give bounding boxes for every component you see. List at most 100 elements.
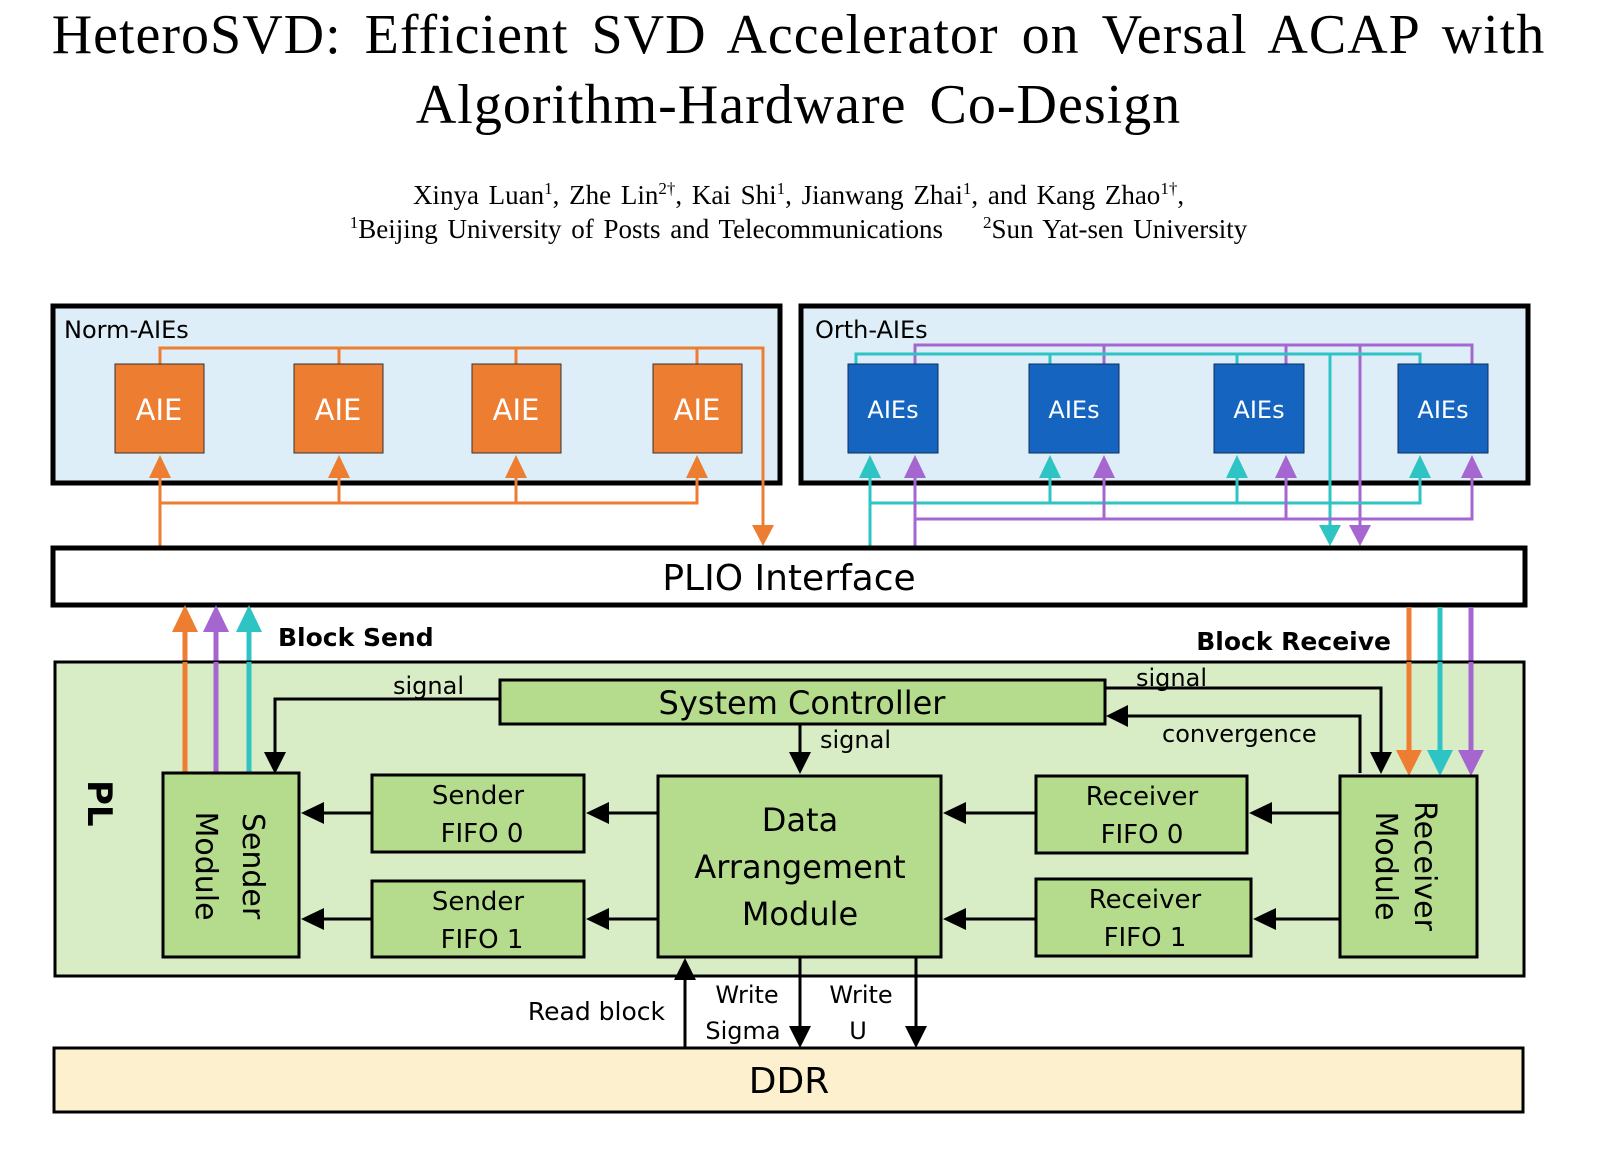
svg-text:Sender: Sender [432,887,524,917]
orth-input-arrow-icon [1461,455,1483,478]
sender-fifo-0: Sender FIFO 0 [370,773,586,854]
author: Xinya Luan1 [412,179,553,210]
orth-aies-panel: Orth-AIEs [798,303,1531,546]
norm-input-bus [158,476,699,546]
norm-aie-block: AIE [114,363,205,454]
write-sigma-label: Sigma [705,1017,780,1045]
send-arrow-icon [203,605,229,632]
svg-text:DDR: DDR [749,1061,829,1102]
svg-text:AIEs: AIEs [1233,396,1284,424]
norm-input-arrow-icon [505,455,527,478]
control-signal-lines [273,686,1383,773]
paper-title-line-1: HeteroSVD: Efficient SVD Accelerator on … [51,4,1546,66]
read-block-label: Read block [528,997,666,1026]
svg-text:Module: Module [188,811,223,920]
author-list: Xinya Luan1, Zhe Lin2†, Kai Shi1, Jianwa… [412,179,1185,210]
ddr-connections [674,957,927,1048]
author: Zhe Lin2† [569,179,676,210]
orth-aies-block: AIEs [1028,363,1120,454]
convergence-arrow-icon [1106,705,1128,727]
svg-text:AIE: AIE [315,393,362,427]
receiver-fifo-0: Receiver FIFO 0 [1034,774,1249,855]
orth-input-arrow-icon [1409,455,1431,478]
norm-input-arrow-icon [328,455,350,478]
write-u-label: U [849,1017,867,1045]
dataflow-arrow-icon [586,802,609,824]
write-u-label: Write [829,981,892,1009]
orth-input-arrow-icon [1226,455,1248,478]
svg-text:Sender: Sender [235,813,270,920]
sender-module: Sender Module [161,771,301,959]
write-u-arrow-icon [905,1026,927,1048]
receiver-module: Receiver Module [1338,774,1479,959]
pl-dataflow-lines [320,811,1340,921]
svg-text:Receiver: Receiver [1089,885,1202,915]
orth-aies-label: Orth-AIEs [815,316,928,344]
send-arrow-icon [236,605,262,632]
svg-text:AIEs: AIEs [1417,396,1468,424]
svg-text:AIE: AIE [674,393,721,427]
dataflow-arrow-icon [1253,908,1276,930]
signal-label-right: signal [1136,664,1207,692]
orth-input-arrow-icon [1039,455,1061,478]
svg-text:Receiver: Receiver [1086,782,1199,812]
orth-input-bus-teal [868,476,1422,546]
sender-fifo-1: Sender FIFO 1 [370,879,586,959]
svg-text:FIFO 0: FIFO 0 [1101,820,1184,850]
dataflow-arrow-icon [586,908,609,930]
system-controller: System Controller [498,678,1107,726]
orth-input-arrow-icon [1275,455,1297,478]
orth-aies-block: AIEs [847,363,939,454]
svg-text:System Controller: System Controller [659,684,947,722]
data-arrangement-module: Data Arrangement Module [656,774,943,959]
affiliation: 2Sun Yat-sen University [983,213,1248,244]
orth-input-arrow-icon [1093,455,1115,478]
orth-aies-block: AIEs [1397,363,1489,454]
norm-aie-block: AIE [652,363,743,454]
write-sigma-arrow-icon [789,1026,811,1048]
ddr-block: DDR [52,1046,1525,1114]
receiver-fifo-1: Receiver FIFO 1 [1034,877,1253,958]
affiliation: 1Beijing University of Posts and Telecom… [349,213,944,244]
orth-input-arrow-icon [904,455,926,478]
svg-text:AIE: AIE [136,393,183,427]
dataflow-arrow-icon [943,908,966,930]
read-block-arrow-icon [674,958,696,980]
svg-text:FIFO 0: FIFO 0 [441,819,524,849]
norm-input-arrow-icon [149,455,171,478]
norm-aies-panel: Norm-AIEs AIE AIE [50,303,783,546]
svg-text:AIEs: AIEs [1048,396,1099,424]
orth-input-bus-purple [913,476,1474,546]
dataflow-arrow-icon [301,908,324,930]
convergence-label: convergence [1162,720,1317,748]
dataflow-arrow-icon [301,802,324,824]
norm-aie-block: AIE [293,363,384,454]
dataflow-arrow-icon [943,802,966,824]
svg-text:Module: Module [742,895,858,933]
svg-text:Sender: Sender [432,781,524,811]
norm-input-arrow-icon [686,455,708,478]
send-arrow-icon [172,605,198,632]
svg-text:FIFO 1: FIFO 1 [441,925,524,955]
svg-text:Data: Data [762,801,838,839]
svg-text:Module: Module [1368,811,1403,920]
norm-aies-label: Norm-AIEs [64,316,189,344]
block-send-label: Block Send [278,623,434,652]
norm-aie-block: AIE [471,363,562,454]
orth-output-arrow-icon [1319,525,1341,546]
svg-text:PLIO Interface: PLIO Interface [662,558,915,599]
paper-title-line-2: Algorithm-Hardware Co-Design [415,74,1182,136]
svg-text:FIFO 1: FIFO 1 [1104,923,1187,953]
svg-text:Receiver: Receiver [1407,801,1442,931]
signal-label-down: signal [820,726,891,754]
author: Kai Shi1 [691,179,786,210]
signal-arrow-icon [789,752,811,774]
dataflow-arrow-icon [1249,802,1272,824]
affiliation-list: 1Beijing University of Posts and Telecom… [0,212,1597,246]
author: Kang Zhao1† [1036,179,1178,210]
author: Jianwang Zhai1 [801,179,972,210]
pl-label: PL [79,780,119,827]
svg-text:AIE: AIE [493,393,540,427]
block-send-arrows-lower [182,662,1484,776]
